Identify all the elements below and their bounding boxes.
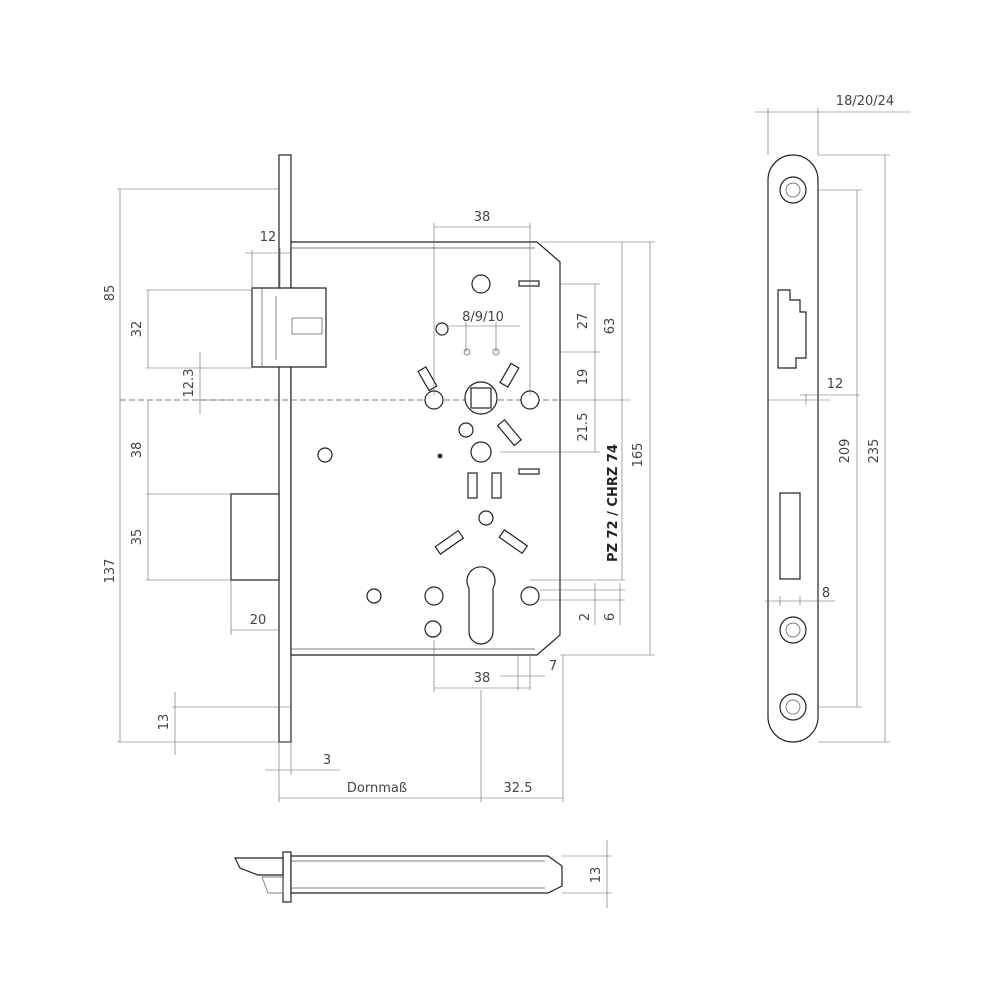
dim-12-right: 12 (827, 377, 844, 392)
bolt-opening (779, 492, 801, 580)
slot (491, 472, 502, 499)
dim-19: 19 (576, 369, 591, 386)
faceplate-view (767, 154, 830, 743)
screw-icon (478, 510, 494, 526)
slot (518, 280, 540, 287)
dim-21-5: 21.5 (576, 413, 591, 442)
faceplate-labels: 18/20/24 12 209 235 8 (822, 94, 894, 601)
screw-icon (366, 588, 382, 604)
latch-bolt (251, 287, 327, 368)
dim-20: 20 (250, 613, 267, 628)
lock-case-edge (290, 855, 563, 894)
dimension-lines (117, 188, 655, 802)
dim-209: 209 (838, 439, 853, 464)
dim-38-left: 38 (130, 442, 145, 459)
dim-32-5: 32.5 (504, 781, 533, 796)
faceplate-front (767, 154, 819, 743)
hole (470, 441, 492, 463)
latch-opening (777, 289, 807, 369)
dim-32: 32 (130, 321, 145, 338)
slot (518, 468, 540, 475)
bottom-view: 13 (234, 840, 612, 908)
dead-bolt (230, 493, 280, 581)
slot (498, 529, 529, 555)
hole (520, 586, 540, 606)
slot (467, 472, 478, 499)
dim-12-3: 12.3 (182, 369, 197, 398)
dim-7: 7 (549, 659, 557, 674)
dim-165: 165 (631, 443, 646, 468)
dim-18-20-24: 18/20/24 (836, 94, 894, 109)
torx-screw-icon (779, 693, 807, 721)
dim-38-top: 38 (474, 210, 491, 225)
dim-38-bottom: 38 (474, 671, 491, 686)
lock-case (290, 241, 561, 656)
dim-8: 8 (822, 586, 830, 601)
follower-square (470, 387, 492, 409)
dim-8-9-10: 8/9/10 (462, 310, 504, 325)
slot (499, 362, 520, 388)
screw-icon (435, 322, 449, 336)
slot (434, 529, 465, 555)
dim-13-bottom: 13 (589, 867, 604, 884)
model-label: PZ 72 / CHRZ 74 (606, 444, 621, 562)
hole (424, 586, 444, 606)
dimension-labels: 85 12 32 12.3 38 35 137 20 13 3 Dornmaß … (103, 210, 646, 796)
dim-dornmass: Dornmaß (347, 781, 407, 796)
torx-screw-icon (779, 616, 807, 644)
dim-13-left: 13 (157, 714, 172, 731)
screw-icon (424, 620, 442, 638)
latch-edge (234, 857, 284, 876)
hole (471, 274, 491, 294)
cylinder-hole (466, 566, 496, 645)
dim-6: 6 (603, 613, 618, 621)
faceplate-dimensions (755, 108, 910, 743)
faceplate (278, 154, 292, 743)
dim-27: 27 (576, 313, 591, 330)
dim-2: 2 (578, 613, 593, 621)
dim-63: 63 (603, 318, 618, 335)
slot (417, 366, 438, 392)
front-view: PZ 72 / CHRZ 74 (120, 154, 621, 743)
torx-screw-icon (779, 176, 807, 204)
screw-icon (458, 422, 474, 438)
dot (437, 453, 443, 459)
dim-3: 3 (323, 753, 331, 768)
slot (496, 418, 523, 447)
dim-137: 137 (103, 559, 118, 584)
faceplate-edge (282, 851, 292, 903)
dim-12-top: 12 (260, 230, 277, 245)
dim-35: 35 (130, 529, 145, 546)
screw-icon (317, 447, 333, 463)
dim-85: 85 (103, 285, 118, 302)
dim-235: 235 (867, 439, 882, 464)
